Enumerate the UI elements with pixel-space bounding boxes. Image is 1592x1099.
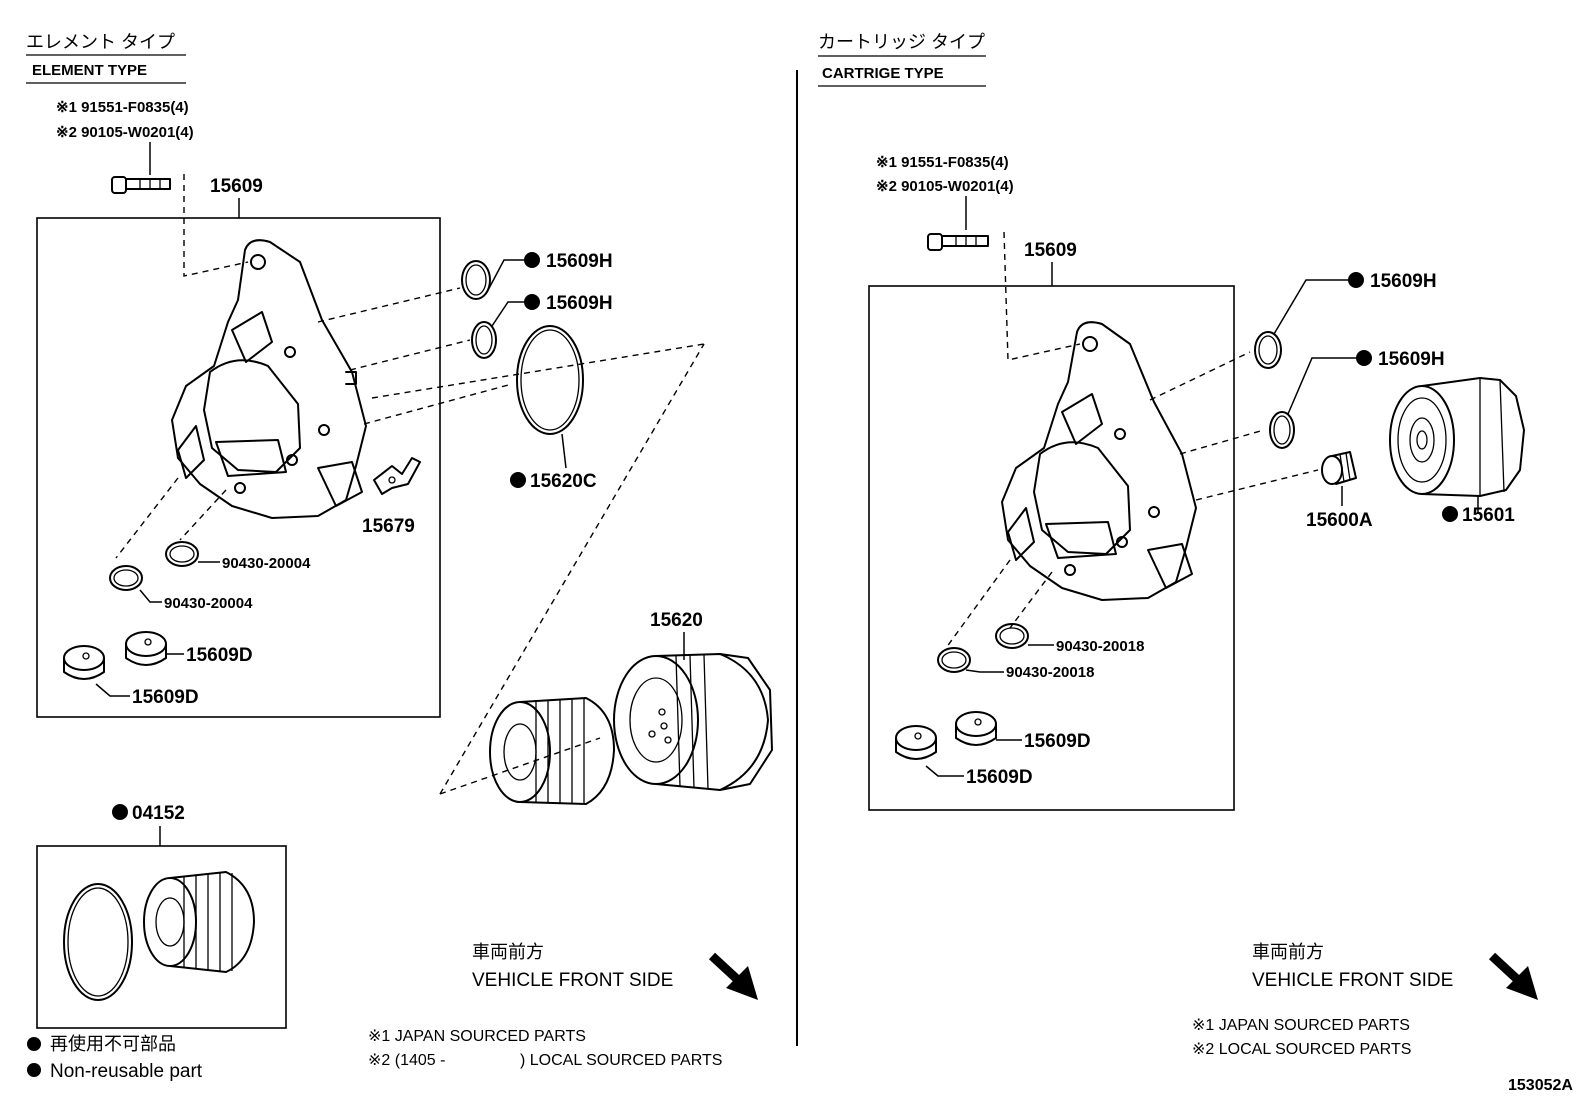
left-oring-lower-label: 15609H xyxy=(546,293,613,314)
right-front-en: VEHICLE FRONT SIDE xyxy=(1252,970,1453,991)
right-oring-lower-drawing xyxy=(1269,411,1295,449)
legend-text-ja: 再使用不可部品 xyxy=(50,1034,176,1054)
left-plug-a-drawing xyxy=(125,631,167,666)
right-oring-upper-drawing xyxy=(1254,331,1282,369)
right-gasket-a-drawing xyxy=(995,623,1029,649)
left-oring-upper-label: 15609H xyxy=(546,251,613,272)
right-bolt-note-2: ※2 90105-W0201(4) xyxy=(876,178,1014,195)
left-title-ja: エレメント タイプ xyxy=(26,32,175,52)
right-plug-a-drawing xyxy=(955,711,997,746)
left-gasket-a-label: 90430-20004 xyxy=(222,555,311,572)
right-title-ja: カートリッジ タイプ xyxy=(818,32,985,52)
left-title-en: ELEMENT TYPE xyxy=(32,62,147,79)
left-front-arrow-icon xyxy=(708,952,742,984)
right-front-ja: 車両前方 xyxy=(1252,942,1324,962)
right-oring-upper-nonreusable-marker xyxy=(1348,272,1364,288)
right-housing-drawing xyxy=(1001,321,1197,601)
left-oring-lower-drawing xyxy=(471,321,497,359)
legend: 再使用不可部品 Non-reusable part xyxy=(27,1034,203,1082)
right-union-label: 15600A xyxy=(1306,510,1373,531)
left-cap-gasket-nonreusable-marker xyxy=(510,472,526,488)
left-section-header: エレメント タイプ ELEMENT TYPE ※1 91551-F0835(4)… xyxy=(26,32,194,141)
left-filter-cap-label: 15620 xyxy=(650,610,703,631)
left-drain-cock-drawing xyxy=(373,457,421,495)
left-bolt-drawing xyxy=(111,142,249,277)
right-plug-b-label: 15609D xyxy=(966,767,1033,788)
left-bolt-note-2: ※2 90105-W0201(4) xyxy=(56,124,194,141)
right-oring-upper-label: 15609H xyxy=(1370,271,1437,292)
right-housing-label: 15609 xyxy=(1024,240,1077,261)
right-gasket-b-drawing xyxy=(937,647,971,673)
left-housing-label: 15609 xyxy=(210,176,263,197)
element-kit-drawing xyxy=(63,871,255,1001)
legend-text-en: Non-reusable part xyxy=(50,1061,203,1082)
right-union-drawing xyxy=(1321,451,1357,485)
left-plug-b-drawing xyxy=(63,645,105,680)
left-front-ja: 車両前方 xyxy=(472,942,544,962)
left-oring-lower-nonreusable-marker xyxy=(524,294,540,310)
diagram-id: 153052A xyxy=(1508,1077,1573,1094)
right-oring-lower-label: 15609H xyxy=(1378,349,1445,370)
left-cap-gasket-label: 15620C xyxy=(530,471,597,492)
right-front-arrow-icon xyxy=(1488,952,1522,984)
left-front-side: 車両前方 VEHICLE FRONT SIDE xyxy=(472,942,758,1000)
element-kit-label: 04152 xyxy=(132,803,185,824)
right-note-1: ※1 JAPAN SOURCED PARTS xyxy=(1192,1017,1410,1034)
left-plug-a-label: 15609D xyxy=(186,645,253,666)
left-filter-cap-drawing xyxy=(613,653,773,791)
right-title-en: CARTRIGE TYPE xyxy=(822,65,944,82)
right-section-header: カートリッジ タイプ CARTRIGE TYPE ※1 91551-F0835(… xyxy=(818,32,1014,195)
left-housing-frame xyxy=(36,217,441,718)
left-filter-element-drawing xyxy=(489,697,615,805)
right-plug-a-label: 15609D xyxy=(1024,731,1091,752)
right-bolt-drawing xyxy=(927,196,1081,361)
right-front-side: 車両前方 VEHICLE FRONT SIDE xyxy=(1252,942,1538,1000)
left-gasket-a-drawing xyxy=(165,541,199,567)
left-gasket-b-drawing xyxy=(109,565,143,591)
left-drain-cock-label: 15679 xyxy=(362,516,415,537)
left-note-2-prefix: ※2 (1405 - xyxy=(368,1052,445,1069)
left-gasket-b-label: 90430-20004 xyxy=(164,595,253,612)
right-cartridge-drawing xyxy=(1389,377,1525,497)
right-housing-frame xyxy=(868,285,1235,811)
right-gasket-b-label: 90430-20018 xyxy=(1006,664,1094,681)
element-kit-nonreusable-marker xyxy=(112,804,128,820)
left-oring-upper-drawing xyxy=(461,260,491,300)
right-notes: ※1 JAPAN SOURCED PARTS ※2 LOCAL SOURCED … xyxy=(1192,1017,1411,1058)
left-note-1: ※1 JAPAN SOURCED PARTS xyxy=(368,1028,586,1045)
right-note-2: ※2 LOCAL SOURCED PARTS xyxy=(1192,1041,1411,1058)
right-plug-b-drawing xyxy=(895,725,937,760)
element-kit-frame xyxy=(36,845,287,1029)
legend-marker-en xyxy=(27,1063,41,1077)
left-cap-gasket-drawing xyxy=(516,325,584,435)
right-oring-lower-nonreusable-marker xyxy=(1356,350,1372,366)
left-plug-b-label: 15609D xyxy=(132,687,199,708)
left-note-2-suffix: ) LOCAL SOURCED PARTS xyxy=(520,1052,722,1069)
right-cartridge-label: 15601 xyxy=(1462,505,1515,526)
left-housing-drawing xyxy=(171,239,367,519)
left-notes: ※1 JAPAN SOURCED PARTS ※2 (1405 - ) LOCA… xyxy=(368,1028,722,1069)
left-front-en: VEHICLE FRONT SIDE xyxy=(472,970,673,991)
left-bolt-note-1: ※1 91551-F0835(4) xyxy=(56,99,189,116)
right-cartridge-nonreusable-marker xyxy=(1442,506,1458,522)
legend-marker-ja xyxy=(27,1037,41,1051)
right-gasket-a-label: 90430-20018 xyxy=(1056,638,1144,655)
right-bolt-note-1: ※1 91551-F0835(4) xyxy=(876,154,1009,171)
left-oring-upper-nonreusable-marker xyxy=(524,252,540,268)
